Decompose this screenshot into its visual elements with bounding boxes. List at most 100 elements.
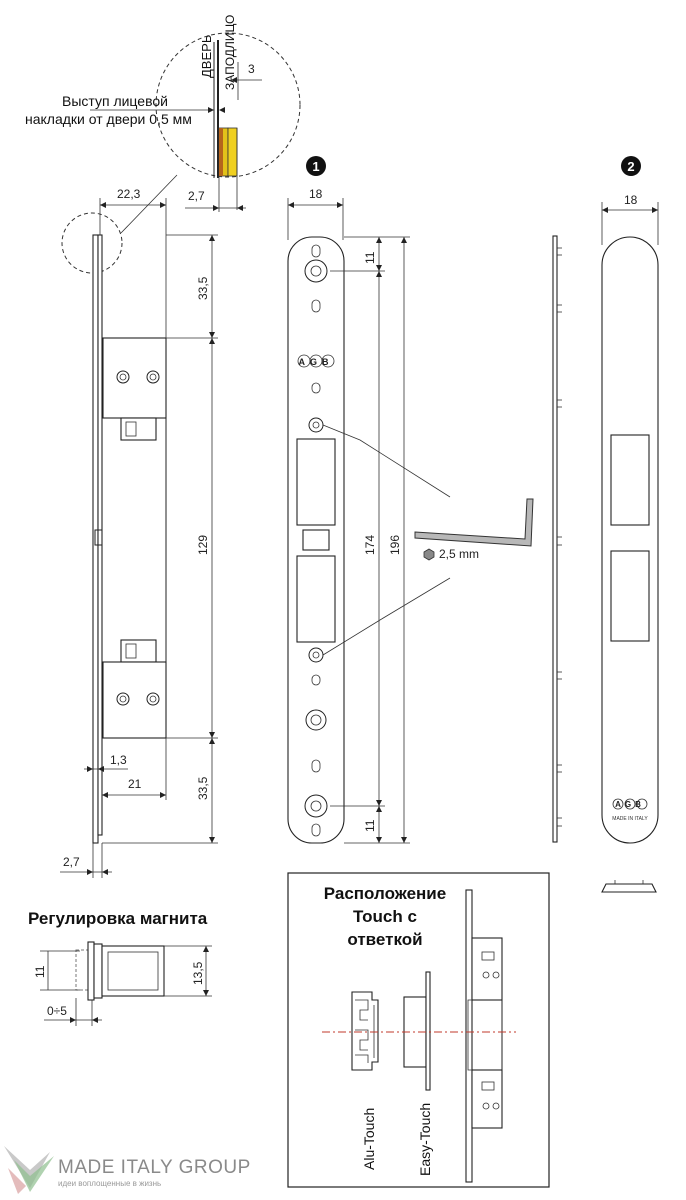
hex-key-body xyxy=(414,498,534,547)
arrow xyxy=(203,946,209,952)
brand-logo-icon xyxy=(4,1146,54,1194)
small-detail-circle xyxy=(61,212,123,274)
screw-hole-inner xyxy=(149,695,157,703)
middle-hole xyxy=(305,709,327,731)
screw-hole xyxy=(116,692,130,706)
plate-2-logo: AGB xyxy=(612,798,648,810)
screw-hole-inner xyxy=(119,695,127,703)
dim-22-3: 22,3 xyxy=(117,187,141,201)
plate-1-marker xyxy=(306,156,326,176)
detail-circle xyxy=(155,32,301,178)
arrow xyxy=(70,1017,76,1023)
alu-touch-label: Alu-Touch xyxy=(361,1108,377,1170)
plate-2-made-in: MADE IN ITALY xyxy=(612,816,648,822)
svg-text:AGB: AGB xyxy=(615,800,645,809)
dim-33-5-bottom: 33,5 xyxy=(196,776,210,800)
arrow xyxy=(208,107,214,113)
adjust-screw-bottom-inner xyxy=(312,651,320,659)
arrow xyxy=(602,207,608,213)
plate-1-dim-174: 174 xyxy=(363,535,377,555)
magnet-title: Регулировка магнита xyxy=(28,909,208,928)
arrow xyxy=(401,837,407,843)
brand-name: MADE ITALY GROUP xyxy=(58,1157,251,1178)
hex-icon xyxy=(423,548,435,561)
key-leader-top xyxy=(322,424,451,498)
lower-case xyxy=(102,661,167,739)
plate-2-window-bottom xyxy=(610,550,650,642)
magnet-inner xyxy=(107,951,159,991)
upper-latch xyxy=(120,417,157,441)
screw-hole xyxy=(146,692,160,706)
arrow xyxy=(376,265,382,271)
flush-label: ЗАПОДЛИЦО xyxy=(223,15,237,90)
agb-logo: AGB xyxy=(297,354,335,368)
magnet-dim-11: 11 xyxy=(33,965,47,978)
arrow xyxy=(102,792,108,798)
protrusion-line1: Выступ лицевой xyxy=(62,93,168,109)
dim-2-7-top: 2,7 xyxy=(188,189,205,203)
arrow xyxy=(376,800,382,806)
detail-view: 3 ДВЕРЬ ЗАПОДЛИЦО Выступ лицевой накладк… xyxy=(25,15,301,234)
svg-text:AGB: AGB xyxy=(299,357,334,367)
arrow xyxy=(209,732,215,738)
latch-slot xyxy=(125,643,137,659)
arrow xyxy=(160,202,166,208)
strike-window-bottom xyxy=(296,555,336,643)
magnet-adjustment: Регулировка магнита 11 13,5 0÷5 xyxy=(28,909,212,1026)
arrow xyxy=(203,990,209,996)
latch-slot xyxy=(125,421,137,437)
slot xyxy=(311,244,321,258)
arrow xyxy=(288,202,294,208)
mount-hole-top-inner xyxy=(310,265,322,277)
key-size: 2,5 mm xyxy=(439,547,479,561)
dim-3-label: 3 xyxy=(248,62,255,76)
strike-center xyxy=(302,529,330,551)
upper-case xyxy=(102,337,167,419)
door-label: ДВЕРЬ xyxy=(199,35,214,78)
touch-position-panel: Расположение Touch с ответкой Alu-Touch … xyxy=(287,872,550,1188)
slot xyxy=(311,299,321,313)
arrow xyxy=(209,332,215,338)
plate-section-b xyxy=(227,127,238,177)
slot xyxy=(311,759,321,773)
adjust-screw-top-inner xyxy=(312,421,320,429)
magnet-collar xyxy=(93,943,103,999)
plate-edge xyxy=(219,128,223,176)
slot xyxy=(311,674,321,686)
arrow xyxy=(209,837,215,843)
easy-touch-label: Easy-Touch xyxy=(417,1103,433,1176)
slot xyxy=(311,382,321,394)
arrow xyxy=(160,792,166,798)
arrow xyxy=(376,837,382,843)
plate-2: 2 18 AGB MADE IN ITALY xyxy=(601,156,659,893)
arrow xyxy=(231,77,237,83)
plate-1-dim-11-bottom: 11 xyxy=(363,819,377,832)
arrow xyxy=(376,237,382,243)
magnet-dim-range: 0÷5 xyxy=(47,1004,67,1018)
mount-hole-bottom-inner xyxy=(310,800,322,812)
touch-title-3: ответкой xyxy=(347,930,422,949)
lock-side-view: 22,3 33,5 129 33,5 1,3 21 2,7 xyxy=(60,187,218,878)
arrow xyxy=(237,205,243,211)
profile-strip xyxy=(552,235,558,843)
plate-side-profile xyxy=(552,235,562,843)
plate-2-body xyxy=(601,236,659,844)
arrow xyxy=(219,107,225,113)
arrow xyxy=(652,207,658,213)
arrow xyxy=(376,806,382,812)
touch-title-1: Расположение xyxy=(324,884,446,903)
arrow xyxy=(337,202,343,208)
magnet-flange xyxy=(87,941,95,1001)
magnet-body xyxy=(101,945,165,997)
screw-hole xyxy=(116,370,130,384)
hex-key: 2,5 mm xyxy=(414,498,534,561)
arrow xyxy=(87,869,93,875)
dim-2-7-bottom: 2,7 xyxy=(63,855,80,869)
plate-1-dim-196: 196 xyxy=(388,535,402,555)
plate-2-window-top xyxy=(610,434,650,526)
slot xyxy=(311,823,321,837)
middle-hole-inner xyxy=(310,714,322,726)
screw-hole-inner xyxy=(149,373,157,381)
dim-129: 129 xyxy=(196,535,210,555)
